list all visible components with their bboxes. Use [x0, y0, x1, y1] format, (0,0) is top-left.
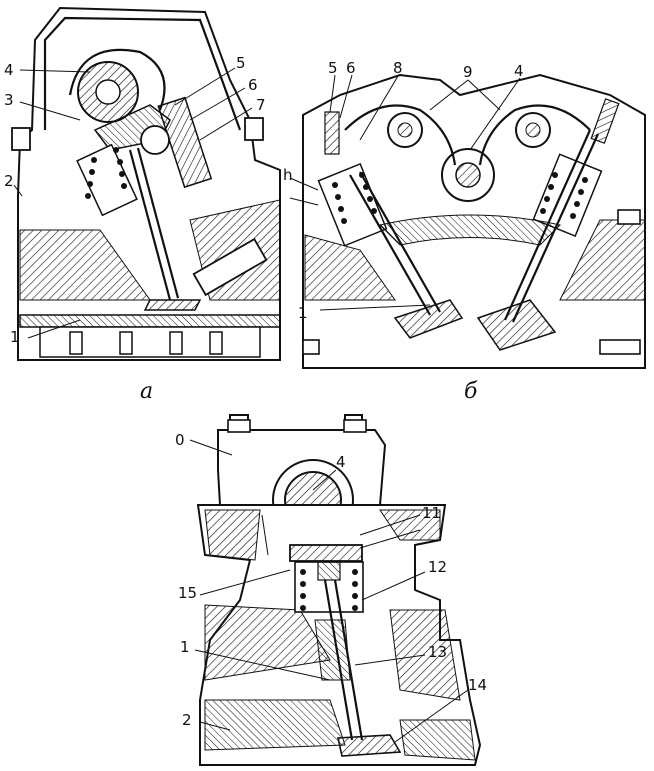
- label-c-0: 0: [175, 431, 185, 449]
- label-c-11: 11: [422, 504, 441, 522]
- label-b-h: h: [283, 166, 293, 184]
- label-b-5: 5: [328, 59, 338, 77]
- label-a-6: 6: [248, 76, 258, 94]
- label-a-1: 1: [10, 328, 20, 346]
- label-c-4: 4: [336, 453, 346, 471]
- view-b: 5 6 8 9 4 h 1 б: [283, 59, 646, 404]
- spark-plug-a: [192, 237, 268, 297]
- view-a: 4 3 2 1 5 6 7 а: [4, 6, 281, 404]
- label-b-4: 4: [514, 62, 524, 80]
- tappet-c: [289, 544, 363, 562]
- label-b-6: 6: [346, 59, 356, 77]
- view-c: 0 4 11 15 12 1 13 14 2: [175, 414, 487, 766]
- label-a-4: 4: [4, 61, 14, 79]
- label-c-14: 14: [468, 676, 487, 694]
- caption-a: а: [140, 379, 153, 404]
- label-b-8: 8: [393, 59, 403, 77]
- label-c-13: 13: [428, 643, 447, 661]
- label-c-15: 15: [178, 584, 197, 602]
- valve-spring-a: [76, 143, 138, 217]
- label-b-9: 9: [463, 63, 473, 81]
- label-b-1: 1: [298, 304, 308, 322]
- caption-b: б: [464, 379, 478, 404]
- label-a-7: 7: [256, 96, 266, 114]
- label-a-2: 2: [4, 172, 14, 190]
- label-c-12: 12: [428, 558, 447, 576]
- label-a-3: 3: [4, 91, 14, 109]
- label-c-1: 1: [180, 638, 190, 656]
- label-a-5: 5: [236, 54, 246, 72]
- label-c-2: 2: [182, 711, 192, 729]
